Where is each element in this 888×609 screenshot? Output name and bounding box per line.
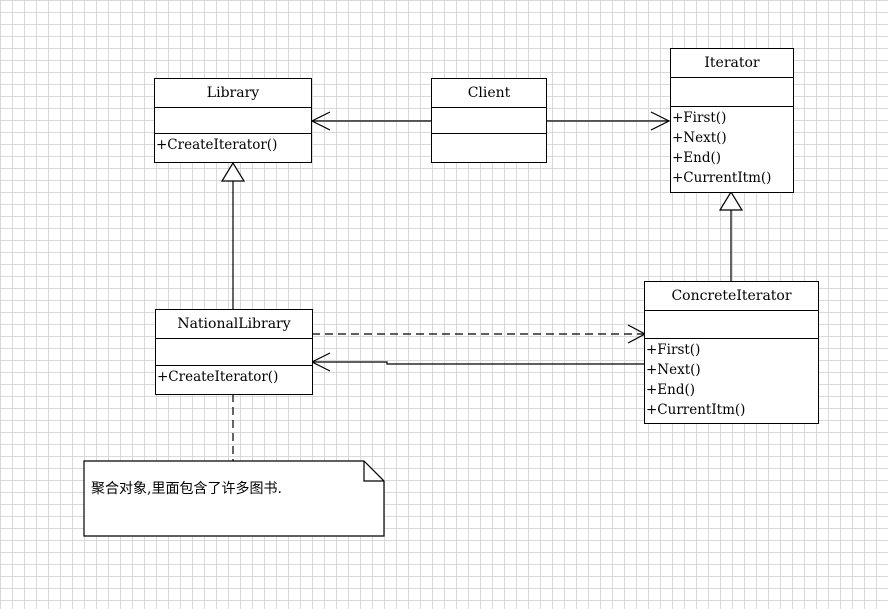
- generalization-concreteiterator-iterator: [718, 190, 744, 281]
- attribute-compartment: [156, 339, 312, 366]
- operation: +CreateIterator(): [157, 369, 279, 385]
- operation-compartment: [432, 134, 546, 160]
- operation-compartment: +First() +Next() +End() +CurrentItm(): [671, 107, 793, 188]
- note-box: [83, 460, 385, 537]
- operation: +CurrentItm(): [672, 170, 772, 186]
- operation: +First(): [646, 342, 701, 358]
- class-name: Library: [155, 79, 311, 108]
- note-text: 聚合对象,里面包含了许多图书.: [91, 481, 282, 497]
- class-name: Client: [432, 79, 546, 108]
- class-name: ConcreteIterator: [645, 282, 818, 311]
- operation: +Next(): [672, 130, 727, 146]
- generalization-nationallibrary-library: [220, 161, 246, 310]
- association-client-library: [310, 111, 432, 131]
- operation: +Next(): [646, 362, 701, 378]
- class-nationallibrary[interactable]: NationalLibrary +CreateIterator(): [155, 309, 313, 395]
- operation: +End(): [646, 382, 696, 398]
- operation: +First(): [672, 110, 727, 126]
- dependency-nationallibrary-concreteiterator: [312, 324, 647, 344]
- operation-compartment: +CreateIterator(): [155, 134, 311, 155]
- operation: +CurrentItm(): [646, 402, 746, 418]
- attribute-compartment: [645, 311, 818, 339]
- class-client[interactable]: Client: [431, 78, 547, 163]
- association-concreteiterator-nationallibrary: [310, 352, 645, 372]
- class-library[interactable]: Library +CreateIterator(): [154, 78, 312, 163]
- attribute-compartment: [671, 78, 793, 107]
- class-iterator[interactable]: Iterator +First() +Next() +End() +Curren…: [670, 48, 794, 193]
- class-name: NationalLibrary: [156, 310, 312, 339]
- operation: +CreateIterator(): [156, 137, 278, 153]
- attribute-compartment: [155, 108, 311, 134]
- operation-compartment: +CreateIterator(): [156, 366, 312, 387]
- class-name: Iterator: [671, 49, 793, 78]
- class-concreteiterator[interactable]: ConcreteIterator +First() +Next() +End()…: [644, 281, 819, 424]
- operation-compartment: +First() +Next() +End() +CurrentItm(): [645, 339, 818, 420]
- association-client-iterator: [546, 111, 671, 131]
- operation: +End(): [672, 150, 722, 166]
- attribute-compartment: [432, 108, 546, 134]
